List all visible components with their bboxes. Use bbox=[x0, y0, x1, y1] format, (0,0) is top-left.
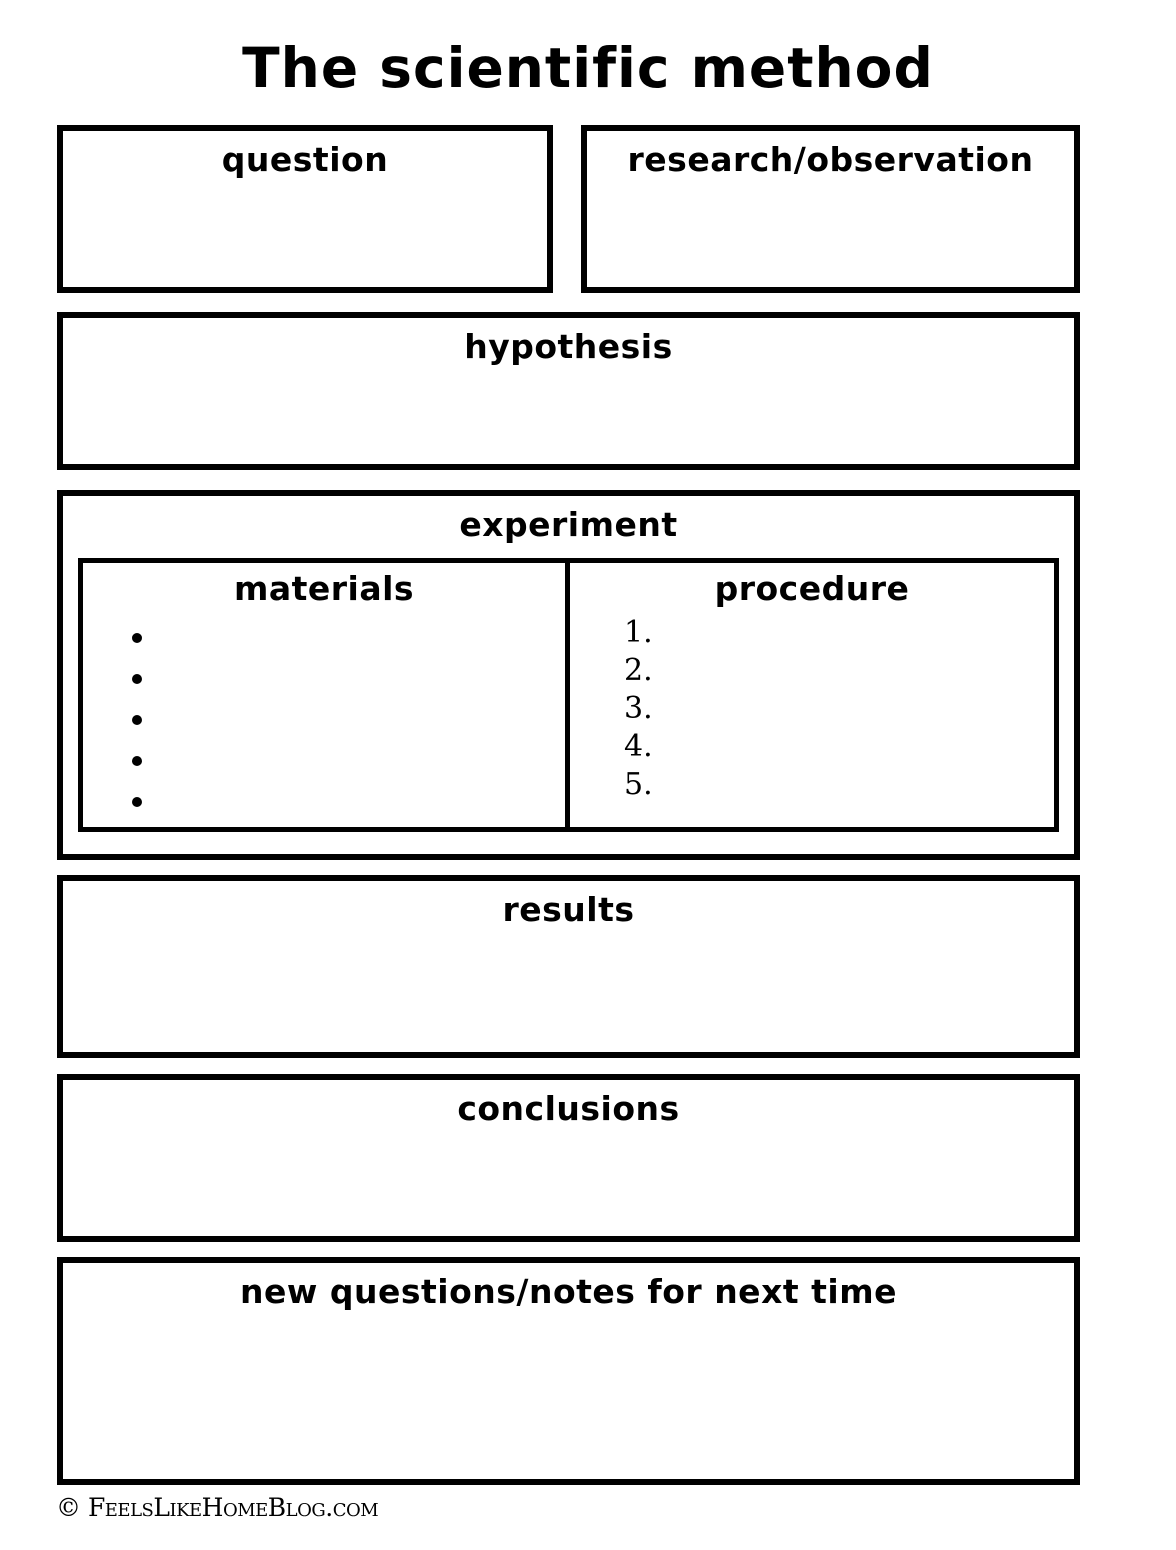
procedure-step-item: 3. bbox=[624, 690, 653, 726]
worksheet-content: question research/observation hypothesis… bbox=[57, 124, 1080, 1485]
procedure-step-item: 1. bbox=[624, 614, 653, 650]
materials-label: materials bbox=[233, 568, 415, 608]
research-observation-box: research/observation bbox=[581, 124, 1080, 293]
conclusions-box: conclusions bbox=[57, 1073, 1080, 1242]
materials-column: materials bbox=[83, 562, 570, 827]
question-label: question bbox=[221, 139, 389, 179]
question-box: question bbox=[57, 124, 553, 293]
materials-bullet-item bbox=[159, 659, 565, 700]
procedure-label: procedure bbox=[714, 568, 910, 608]
hypothesis-box: hypothesis bbox=[57, 311, 1080, 470]
copyright-footer: © FeelsLikeHomeBlog.com bbox=[56, 1493, 379, 1522]
materials-bullet-item bbox=[159, 700, 565, 741]
materials-bullet-list bbox=[83, 618, 565, 823]
materials-bullet-item bbox=[159, 618, 565, 659]
conclusions-label: conclusions bbox=[457, 1088, 680, 1128]
procedure-column: procedure 1.2.3.4.5. bbox=[570, 563, 1054, 827]
results-box: results bbox=[57, 874, 1080, 1058]
top-row: question research/observation bbox=[57, 124, 1080, 293]
materials-bullet-item bbox=[159, 782, 565, 823]
new-questions-box: new questions/notes for next time bbox=[57, 1256, 1080, 1485]
page-title: The scientific method bbox=[242, 36, 934, 100]
experiment-label: experiment bbox=[459, 504, 678, 544]
procedure-step-list: 1.2.3.4.5. bbox=[570, 614, 1054, 804]
new-questions-label: new questions/notes for next time bbox=[240, 1271, 897, 1311]
procedure-step-item: 5. bbox=[624, 766, 653, 802]
materials-bullet-item bbox=[159, 741, 565, 782]
experiment-table: materials procedure 1.2.3.4.5. bbox=[78, 557, 1059, 832]
research-observation-label: research/observation bbox=[627, 139, 1034, 179]
procedure-step-item: 4. bbox=[624, 728, 653, 764]
experiment-box: experiment materials procedure 1.2.3.4.5… bbox=[57, 489, 1080, 860]
results-label: results bbox=[502, 889, 635, 929]
procedure-step-item: 2. bbox=[624, 652, 653, 688]
hypothesis-label: hypothesis bbox=[464, 326, 673, 366]
